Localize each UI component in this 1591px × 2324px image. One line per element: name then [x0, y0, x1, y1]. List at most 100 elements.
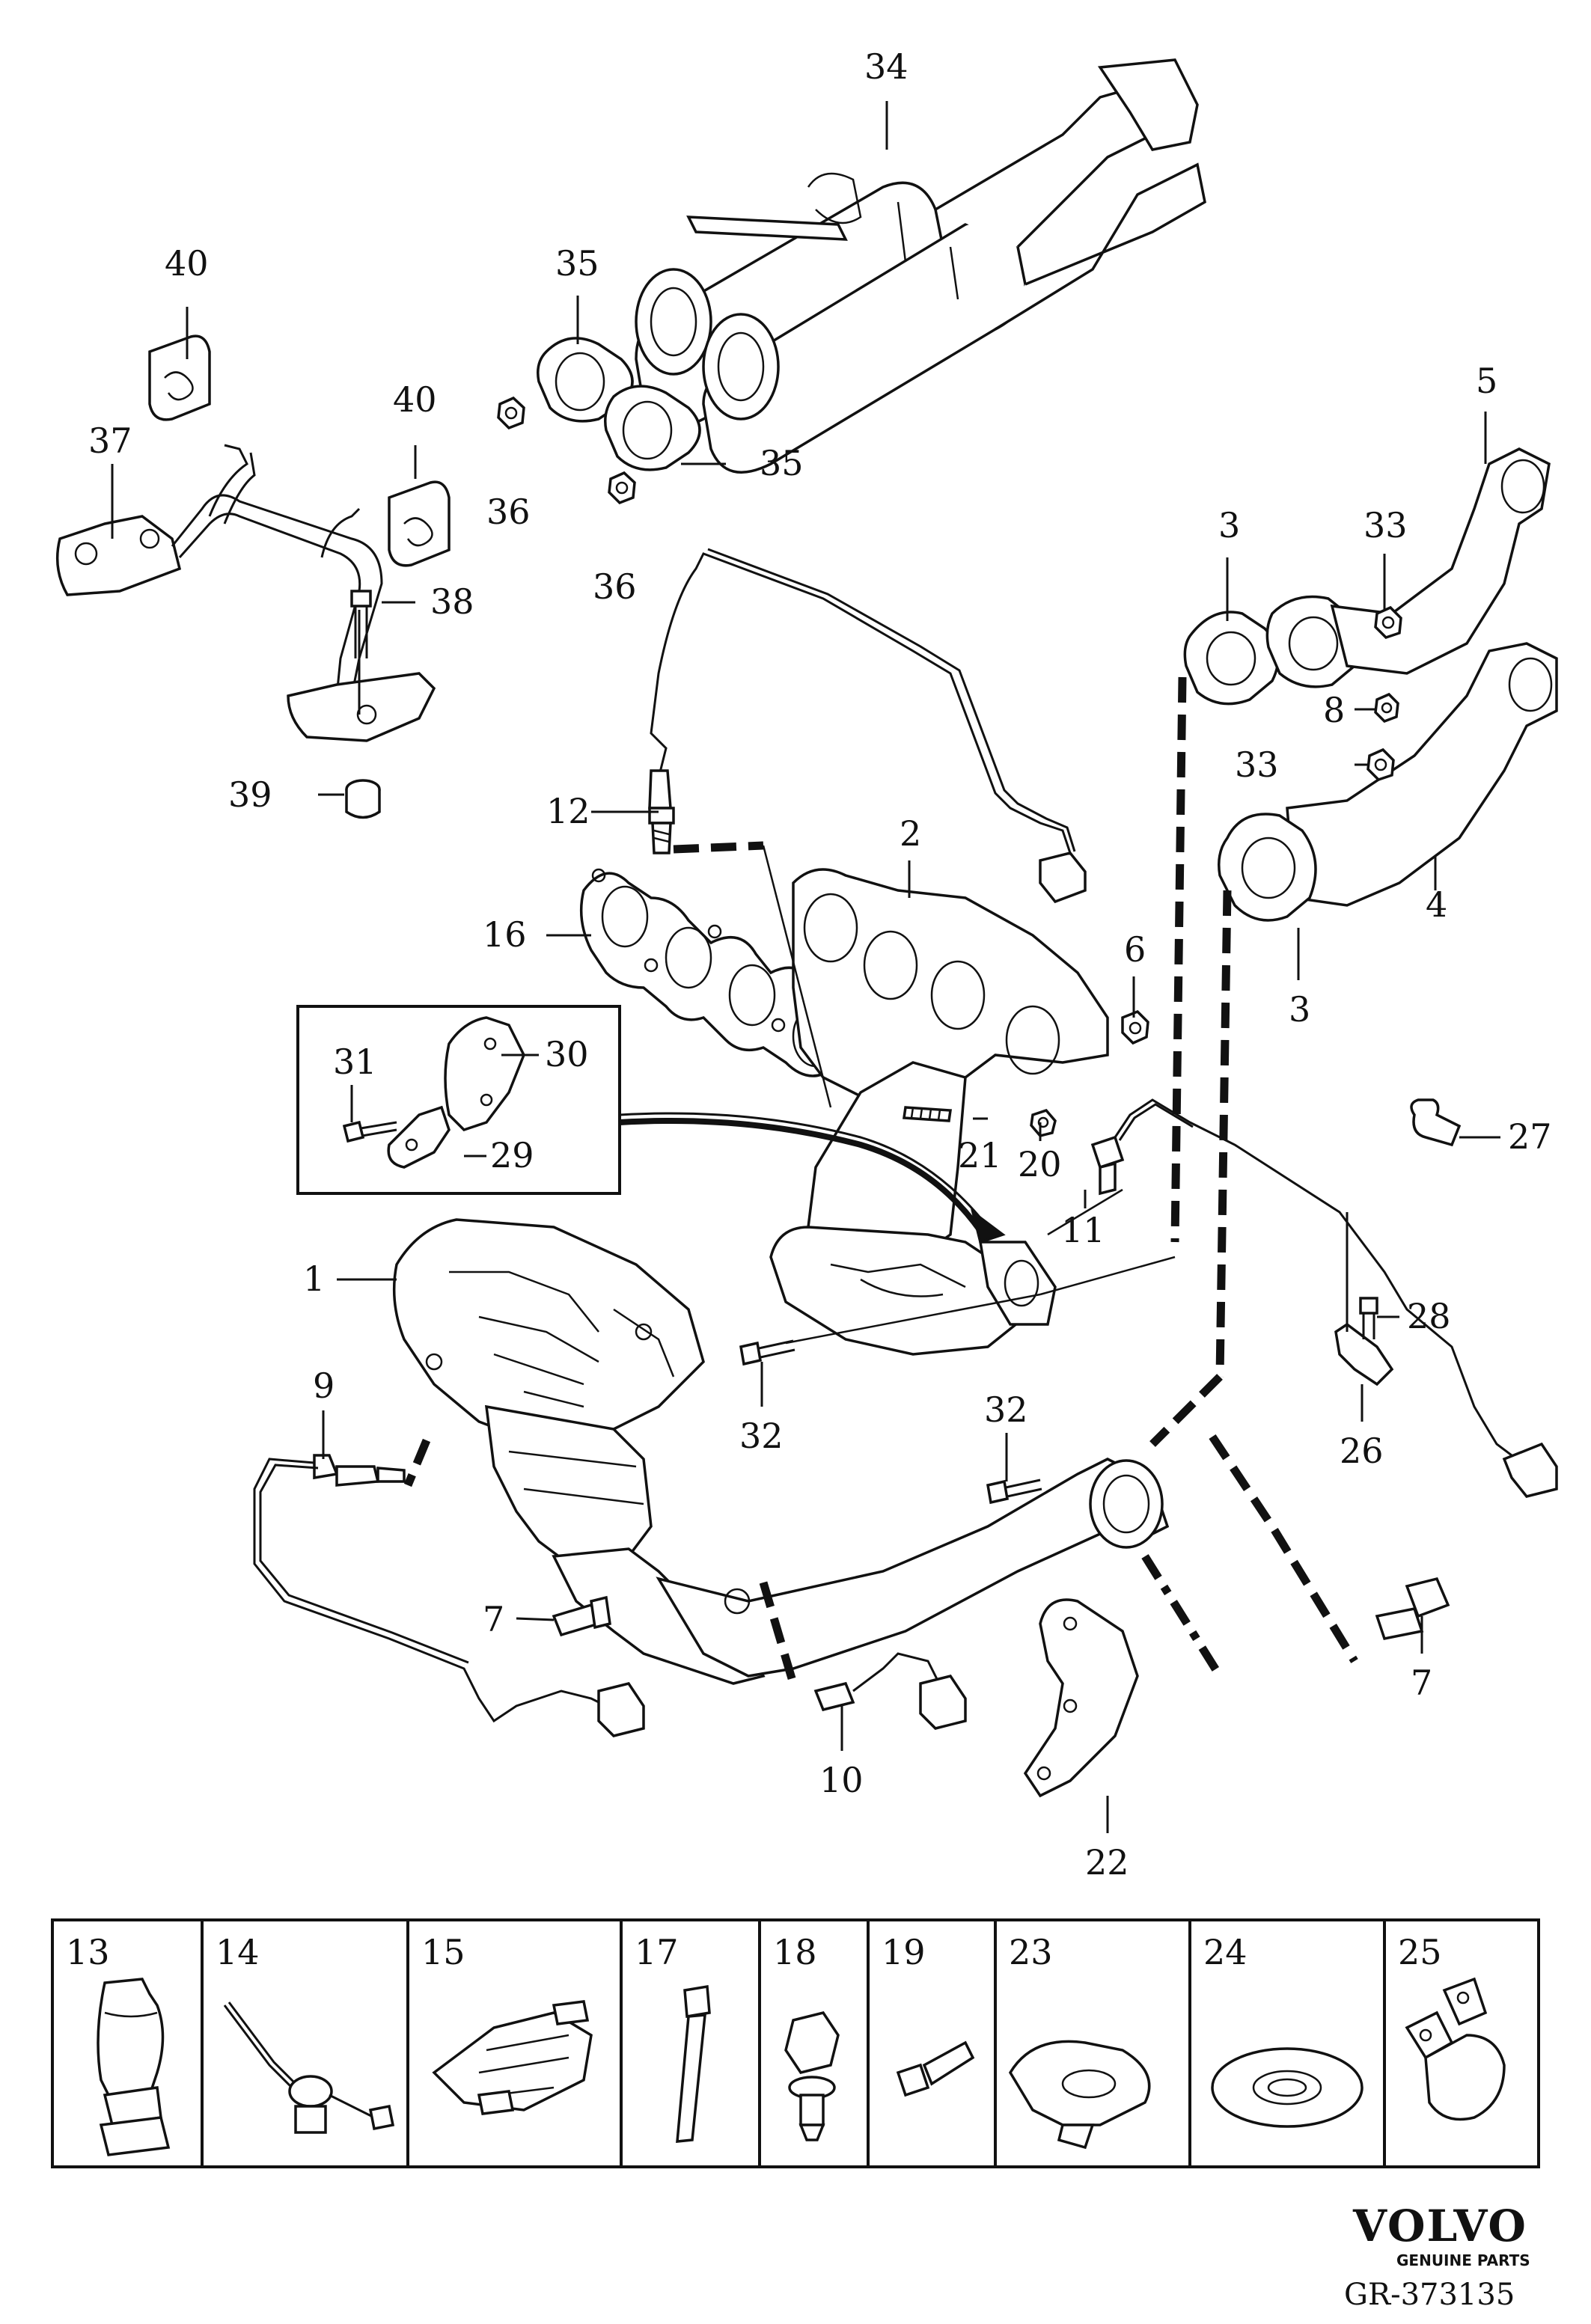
part-4-downpipe[interactable] [1286, 642, 1558, 907]
legend-label-13: 13 [66, 1932, 110, 1972]
part-8-nut[interactable] [1374, 692, 1399, 724]
callout-39: 39 [228, 774, 272, 815]
part-32-bolt-upper[interactable] [739, 1339, 796, 1366]
part-32-bolt-lower[interactable] [986, 1479, 1042, 1505]
part-27-clip[interactable] [1410, 1098, 1462, 1147]
part-39-mount-bracket[interactable] [287, 610, 436, 742]
part-1-heat-shield[interactable] [392, 1218, 705, 1446]
connector-thin-lines [762, 845, 1176, 1345]
callout-32-right: 32 [984, 1389, 1028, 1430]
callout-3-upper: 3 [1218, 505, 1240, 545]
part-22-bracket[interactable] [1023, 1598, 1139, 1798]
callout-9: 9 [313, 1366, 335, 1406]
part-7-bolt-left[interactable] [552, 1595, 611, 1637]
callout-5: 5 [1476, 361, 1497, 401]
part-33-nut-upper[interactable] [1374, 605, 1402, 640]
callout-labels: 34 35 35 36 36 40 40 37 38 39 3 33 5 33 … [88, 46, 1552, 1883]
part-34-catalytic-converter-assembly[interactable] [635, 58, 1206, 474]
part-21-stud[interactable] [903, 1106, 952, 1122]
part-39-bushing[interactable] [345, 779, 381, 819]
callout-leaders [111, 101, 1500, 1833]
callout-40-upper: 40 [165, 243, 209, 284]
part-36-nut-lower[interactable] [608, 471, 636, 505]
part-28-bolt[interactable] [1359, 1297, 1378, 1339]
callout-31: 31 [333, 1042, 377, 1082]
callout-7-left: 7 [483, 1599, 504, 1639]
callout-11: 11 [1061, 1210, 1105, 1250]
callout-20: 20 [1018, 1144, 1062, 1184]
callout-37: 37 [88, 421, 132, 461]
legend-part-14-grommet[interactable] [223, 2002, 395, 2134]
legend-part-25-clamp[interactable] [1405, 1977, 1506, 2121]
part-29-bracket[interactable] [387, 1105, 451, 1169]
callout-35-upper: 35 [555, 243, 599, 284]
legend-label-24: 24 [1203, 1932, 1248, 1972]
part-6-nut[interactable] [1121, 1009, 1149, 1045]
legend-part-19-bolt[interactable] [896, 2040, 975, 2097]
callout-21: 21 [958, 1135, 1002, 1175]
connector-dashed-lines [403, 676, 1358, 1685]
callout-34: 34 [864, 46, 909, 87]
part-5-downpipe[interactable] [1330, 447, 1551, 675]
part-37-hanger-bracket[interactable] [55, 444, 383, 697]
legend-label-23: 23 [1009, 1932, 1053, 1972]
part-3-gasket-upper-left[interactable] [1183, 611, 1280, 706]
legend-part-18-clip[interactable] [784, 2011, 840, 2141]
part-33-nut-lower[interactable] [1366, 747, 1395, 782]
callout-40-lower: 40 [393, 379, 437, 420]
callout-33-upper: 33 [1364, 505, 1408, 545]
legend-label-14: 14 [216, 1932, 260, 1972]
legend-part-13-clamp[interactable] [97, 1978, 171, 2156]
callout-16: 16 [483, 914, 527, 955]
part-26-bracket[interactable] [1334, 1212, 1394, 1386]
callout-33-lower: 33 [1235, 744, 1279, 785]
part-9-oxygen-sensor[interactable] [253, 1454, 645, 1737]
part-12-oxygen-sensor-upper[interactable] [648, 548, 1087, 904]
callout-38: 38 [430, 581, 474, 622]
callout-7-right: 7 [1411, 1663, 1432, 1703]
legend-label-19: 19 [882, 1932, 926, 1972]
part-35-gasket-upper[interactable] [537, 337, 634, 423]
callout-3-lower: 3 [1289, 989, 1310, 1030]
volvo-logo: VOLVO GENUINE PARTS [1352, 2201, 1530, 2269]
part-31-bolt[interactable] [342, 1120, 397, 1143]
callout-27: 27 [1508, 1116, 1552, 1157]
callout-2: 2 [900, 813, 921, 854]
legend-part-23-heat-shield-washer[interactable] [1008, 2040, 1151, 2150]
callout-26: 26 [1340, 1431, 1384, 1471]
callout-36-left: 36 [486, 492, 531, 532]
legend-part-17-cable-tie[interactable] [676, 1984, 711, 2143]
callout-30: 30 [545, 1034, 589, 1074]
callout-10: 10 [819, 1760, 864, 1800]
callout-32-left: 32 [739, 1416, 784, 1456]
part-40-rubber-hanger-upper[interactable] [148, 334, 211, 421]
part-22-front-pipe[interactable] [656, 1458, 1170, 1678]
legend-part-24-washer[interactable] [1211, 2047, 1364, 2128]
part-40-rubber-hanger-lower[interactable] [388, 480, 451, 567]
callout-4: 4 [1426, 884, 1447, 925]
legend-label-17: 17 [635, 1932, 679, 1972]
brand-tagline: GENUINE PARTS [1396, 2251, 1530, 2269]
part-20-nut[interactable] [1030, 1108, 1057, 1137]
callout-22: 22 [1085, 1842, 1129, 1883]
legend-part-15-bracket[interactable] [432, 2000, 593, 2115]
callout-1: 1 [303, 1259, 325, 1299]
legend-label-25: 25 [1398, 1932, 1442, 1972]
part-3-gasket-lower[interactable] [1218, 813, 1317, 922]
brand-name: VOLVO [1352, 2201, 1527, 2251]
part-35-gasket-lower[interactable] [604, 385, 701, 471]
part-11-oxygen-sensor[interactable] [1090, 1098, 1558, 1498]
part-38-bolt[interactable] [350, 590, 372, 658]
callout-6: 6 [1124, 929, 1146, 970]
callout-8: 8 [1323, 690, 1345, 730]
callout-28: 28 [1407, 1296, 1451, 1336]
callout-29: 29 [490, 1135, 534, 1175]
legend-label-15: 15 [421, 1932, 465, 1972]
part-10-oxygen-sensor[interactable] [813, 1652, 967, 1730]
callout-12: 12 [546, 791, 590, 831]
diagram-reference: GR-373135 [1344, 2278, 1515, 2312]
part-30-heat-shield-bracket[interactable] [444, 1016, 525, 1132]
part-7-bolt-right[interactable] [1375, 1577, 1450, 1641]
part-36-nut-upper[interactable] [497, 396, 525, 430]
